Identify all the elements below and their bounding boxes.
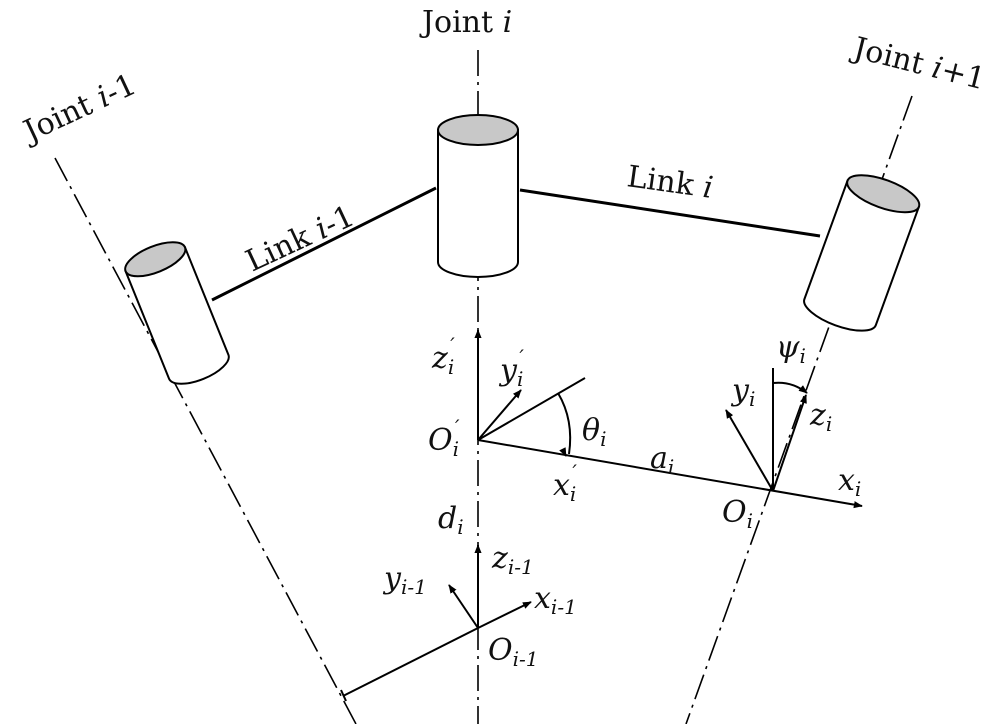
joint-next-label: Joint i+1 (847, 30, 989, 97)
x-prime-marker (559, 447, 567, 457)
y-prev-axis (448, 584, 479, 629)
psi-label: ψi (776, 330, 806, 368)
z-i-label: zi (809, 398, 832, 436)
common-normal-prev (342, 627, 479, 697)
z-prev-label: zi-1 (491, 541, 534, 579)
joint-next-cylinder (803, 174, 921, 332)
joint-prev-cylinder (124, 241, 230, 385)
y-i-label: yi (730, 373, 755, 411)
x-prev-axis (477, 601, 532, 629)
x-i-label: xi (838, 463, 861, 501)
z-prime-label: zi′ (431, 333, 455, 379)
x-prev-label: xi-1 (534, 581, 577, 619)
x-prime-label: xi′ (553, 460, 577, 506)
common-normal-tick (340, 689, 347, 702)
o-prev-label: Oi-1 (488, 633, 539, 671)
theta-label: θi (582, 413, 606, 451)
joint-axis-next (685, 95, 913, 724)
d-label: di (438, 501, 464, 539)
joint-cur-cylinder (437, 114, 519, 278)
x-prime-axis (477, 439, 863, 509)
joint-cur-label: Joint i (419, 5, 512, 40)
y-i-axis (725, 409, 774, 492)
joint-axis-prev (54, 157, 357, 724)
x-prime-dir-line (477, 377, 586, 441)
a-label: ai (650, 441, 674, 479)
y-prime-axis (477, 389, 522, 441)
z-i-axis (772, 394, 807, 492)
link-prev-label: Link i-1 (241, 199, 360, 280)
link-prev-line (211, 186, 437, 302)
o-i-label: Oi (722, 495, 753, 533)
y-prev-label: yi-1 (382, 561, 427, 599)
theta-arc (557, 392, 572, 455)
o-prime-label: Oi′ (428, 415, 460, 461)
y-prime-label: yi′ (498, 345, 524, 391)
joint-prev-label: Joint i-1 (16, 67, 142, 150)
psi-arc (772, 381, 808, 394)
link-cur-label: Link i (625, 159, 715, 206)
link-cur-line (519, 188, 821, 238)
